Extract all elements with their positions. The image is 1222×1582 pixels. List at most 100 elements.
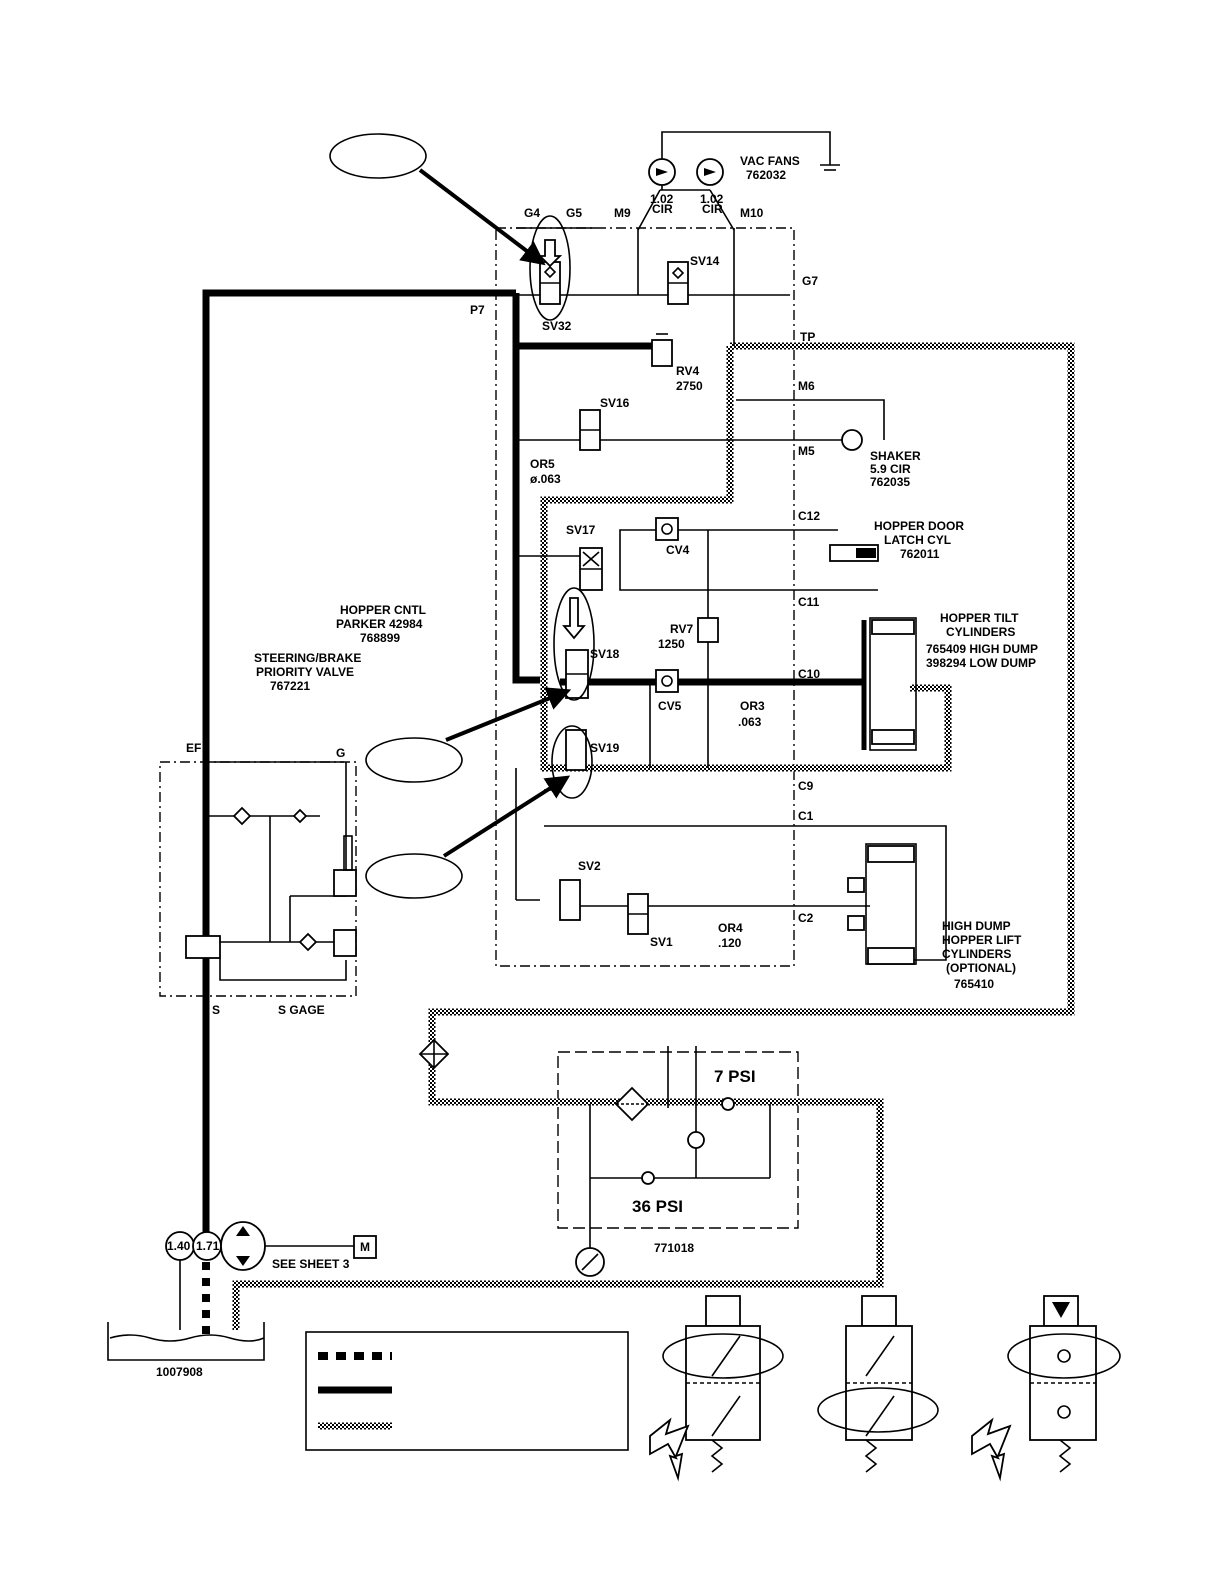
port-c10: C10 — [798, 667, 820, 681]
port-m5: M5 — [798, 444, 815, 458]
cv5-check-valve-icon — [655, 669, 679, 693]
pressure-lines — [202, 289, 864, 1232]
pressure-gauge-icon — [575, 1247, 605, 1277]
hopper-cntl-label: HOPPER CNTL — [340, 603, 426, 617]
hopper-control-enclosure — [495, 227, 795, 967]
sv32-label: SV32 — [542, 319, 572, 333]
high-dump-part: 765410 — [954, 977, 994, 991]
steering-label: STEERING/BRAKE — [254, 651, 361, 665]
sv17-solenoid-valve-icon — [579, 547, 603, 591]
valve-symbol-2-icon — [817, 1295, 939, 1473]
high-dump-part: 765409 HIGH DUMP — [926, 642, 1038, 656]
sv2-solenoid-valve-icon — [559, 879, 581, 921]
high-dump-label-4: (OPTIONAL) — [946, 961, 1016, 975]
priority-valve-icon — [185, 806, 357, 959]
or3-label: OR3 — [740, 699, 765, 713]
sv14-label: SV14 — [690, 254, 720, 268]
sv16-solenoid-valve-icon — [579, 409, 601, 451]
cv5-label: CV5 — [658, 699, 682, 713]
latch-part: 762011 — [900, 547, 940, 561]
port-c11: C11 — [798, 595, 820, 609]
port-ef: EF — [186, 741, 201, 755]
high-dump-label-2: HOPPER LIFT — [942, 933, 1022, 947]
legend-box — [305, 1331, 629, 1451]
callout-ellipse-top — [329, 133, 546, 266]
port-g7: G7 — [802, 274, 818, 288]
filter-icon — [614, 1086, 735, 1185]
or5-value: ø.063 — [530, 472, 561, 486]
vac-fans-part: 762032 — [746, 168, 786, 182]
psi7-label: 7 PSI — [714, 1067, 756, 1086]
lightning-icon-2 — [971, 1417, 1012, 1482]
hopper-tilt-label: HOPPER TILT — [940, 611, 1019, 625]
tank-icon — [107, 1262, 265, 1361]
sv1-solenoid-valve-icon — [627, 893, 649, 935]
pump2-disp: 1.71 — [196, 1239, 220, 1253]
high-dump-label-1: HIGH DUMP — [942, 919, 1011, 933]
rv4-relief-valve-icon — [651, 333, 673, 367]
pump-3-icon — [220, 1221, 266, 1271]
filter-enclosure — [557, 1051, 799, 1229]
port-c2: C2 — [798, 911, 814, 925]
pump1-disp: 1.40 — [167, 1239, 191, 1253]
tilt-cylinders-label: CYLINDERS — [946, 625, 1015, 639]
heat-exchanger-icon — [418, 1038, 450, 1070]
priority-valve-enclosure — [159, 761, 357, 997]
high-dump-label-3: CYLINDERS — [942, 947, 1011, 961]
rv7-value: 1250 — [658, 637, 685, 651]
lightning-icon-1 — [649, 1417, 690, 1482]
sv14-solenoid-valve-icon — [667, 261, 689, 305]
rv4-label: RV4 — [676, 364, 699, 378]
vac-fan-motor-2-icon — [696, 158, 724, 186]
low-dump-part: 398294 LOW DUMP — [926, 656, 1036, 670]
port-c1: C1 — [798, 809, 814, 823]
latch-cylinder-icon — [829, 544, 879, 562]
s-gage-label: S GAGE — [278, 1003, 325, 1017]
rv7-relief-valve-icon — [697, 617, 719, 643]
port-p7: P7 — [470, 303, 485, 317]
shaker-part: 762035 — [870, 475, 910, 489]
vac-fan2-unit: CIR — [702, 202, 723, 216]
sv32-solenoid-valve-icon — [529, 215, 571, 321]
rv4-value: 2750 — [676, 379, 703, 393]
port-tp: TP — [800, 330, 815, 344]
or3-value: .063 — [738, 715, 762, 729]
priority-label: PRIORITY VALVE — [256, 665, 354, 679]
lift-cylinders-icon — [847, 843, 917, 965]
port-m10: M10 — [740, 206, 764, 220]
return-lines — [232, 342, 1075, 1330]
sv19-solenoid-valve-icon — [551, 725, 593, 799]
port-g4: G4 — [524, 206, 540, 220]
port-m9: M9 — [614, 206, 631, 220]
working-lines — [179, 131, 947, 1330]
port-s: S — [212, 1003, 220, 1017]
shaker-label: SHAKER — [870, 449, 921, 463]
vac-fan1-disp: 1.02 — [650, 192, 674, 206]
filter-part: 771018 — [654, 1241, 694, 1255]
port-g5: G5 — [566, 206, 582, 220]
sv2-label: SV2 — [578, 859, 601, 873]
see-sheet-label: SEE SHEET 3 — [272, 1257, 350, 1271]
motor-icon — [353, 1235, 377, 1259]
motor-label: M — [360, 1240, 370, 1254]
rv7-label: RV7 — [670, 622, 693, 636]
cv4-label: CV4 — [666, 543, 690, 557]
parker-part: 768899 — [360, 631, 400, 645]
callout-ellipse-lower — [365, 775, 571, 899]
diagram-labels: VAC FANS 762032 1.02 CIR 1.02 CIR G4 G5 … — [156, 154, 1038, 1379]
port-c9: C9 — [798, 779, 814, 793]
port-g: G — [336, 746, 345, 760]
sv16-label: SV16 — [600, 396, 630, 410]
sv19-label: SV19 — [590, 741, 620, 755]
hopper-door-label: HOPPER DOOR — [874, 519, 964, 533]
vac-fan1-unit: CIR — [652, 202, 673, 216]
tank-part: 1007908 — [156, 1365, 203, 1379]
priority-part: 767221 — [270, 679, 310, 693]
sv18-label: SV18 — [590, 647, 620, 661]
vac-fan2-disp: 1.02 — [700, 192, 724, 206]
or5-label: OR5 — [530, 457, 555, 471]
or4-value: .120 — [718, 936, 742, 950]
shaker-disp: 5.9 CIR — [870, 462, 911, 476]
tilt-cylinders-icon — [861, 617, 917, 751]
